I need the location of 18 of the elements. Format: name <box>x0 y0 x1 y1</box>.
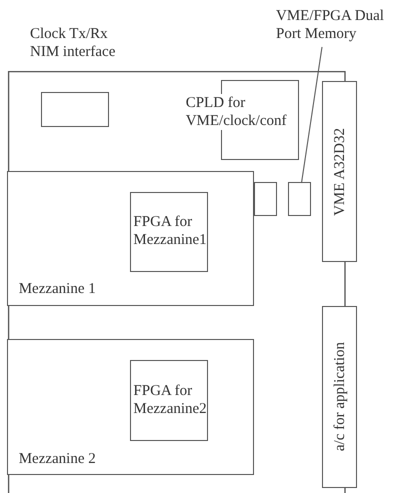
connector-box <box>322 81 357 262</box>
component-box <box>6 170 254 306</box>
component-box <box>130 360 208 442</box>
component-box <box>254 182 277 216</box>
connector-label: VME A32D32 <box>330 128 348 216</box>
component-label: Mezzanine 2 <box>18 450 97 468</box>
component-box <box>130 192 208 272</box>
component-box <box>288 182 311 216</box>
connector-box <box>322 306 357 488</box>
component-box <box>6 338 254 475</box>
component-box <box>40 92 109 127</box>
component-label: FPGA for Mezzanine2 <box>133 382 208 418</box>
component-label: FPGA for Mezzanine1 <box>133 213 208 250</box>
callout-text: VME/FPGA Dual Port Memory <box>276 7 385 43</box>
leader-line <box>301 46 322 184</box>
component-label: Mezzanine 1 <box>18 280 97 298</box>
connector-label: a/c for application <box>330 342 348 452</box>
component-label: Clock Tx/Rx NIM interface <box>30 25 116 61</box>
